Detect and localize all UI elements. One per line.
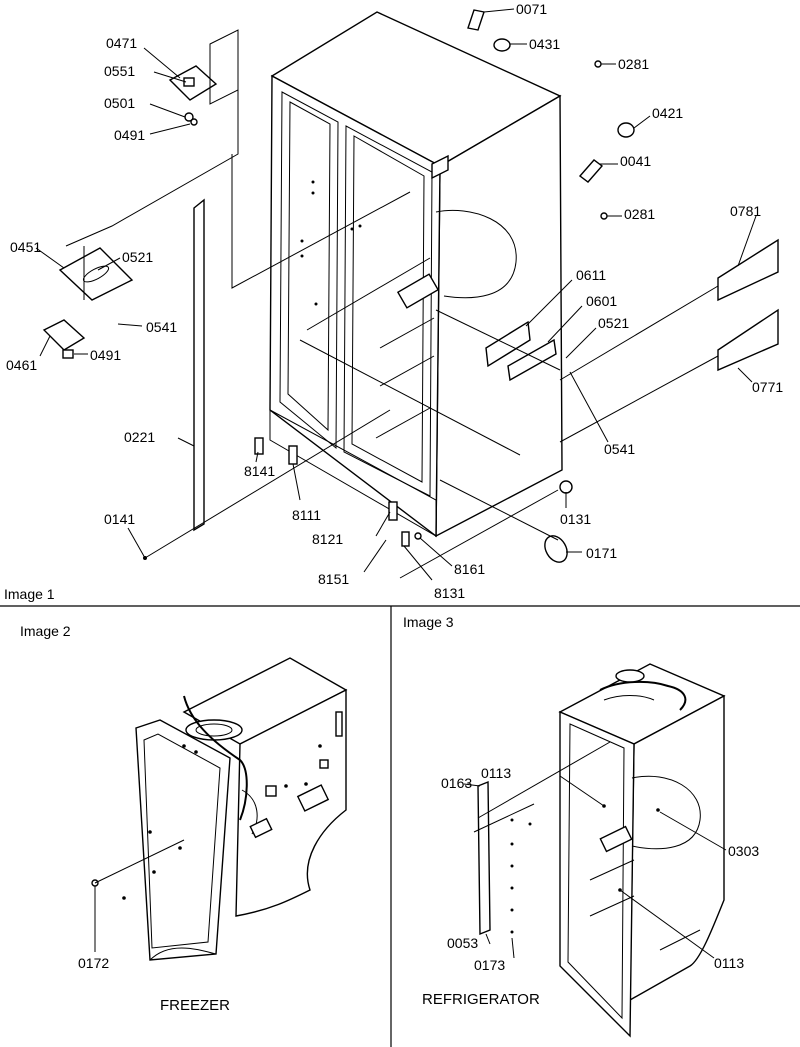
callout-0601: 0601 (586, 293, 617, 309)
part-0131-icon (559, 480, 573, 494)
callout-0471: 0471 (106, 35, 137, 51)
callout-0541-right: 0541 (604, 441, 635, 457)
callout-0281-mid: 0281 (624, 206, 655, 222)
callout-0551: 0551 (104, 63, 135, 79)
callout-8141: 8141 (244, 463, 275, 479)
part-0281-icon (594, 60, 602, 68)
image1-parts (42, 9, 779, 579)
part-0431-icon (493, 38, 511, 52)
callout-0141: 0141 (104, 511, 135, 527)
callout-0173: 0173 (474, 957, 505, 973)
part-8161-icon (414, 532, 422, 540)
callout-0611: 0611 (576, 267, 606, 283)
callout-8131: 8131 (434, 585, 465, 601)
callout-0461: 0461 (6, 357, 37, 373)
part-8141-icon (254, 437, 264, 455)
callout-0303: 0303 (728, 843, 759, 859)
callout-0113-top: 0113 (481, 765, 511, 781)
callout-0131: 0131 (560, 511, 591, 527)
image3-label: Image 3 (403, 614, 454, 630)
callout-8161: 8161 (454, 561, 485, 577)
part-0281b-icon (600, 212, 608, 220)
callout-0541-left: 0541 (146, 319, 177, 335)
image1-callouts: 0071 0431 0281 0421 0041 0281 0781 0771 … (6, 1, 783, 601)
callout-0491-bottom: 0491 (90, 347, 121, 363)
part-0171-icon (544, 535, 568, 563)
callout-8151: 8151 (318, 571, 349, 587)
part-0771-icon (717, 308, 779, 372)
callout-0071: 0071 (516, 1, 547, 17)
part-0551-icon (183, 77, 195, 87)
callout-0281-top: 0281 (618, 56, 649, 72)
callout-0041: 0041 (620, 153, 651, 169)
image2-label: Image 2 (20, 623, 71, 639)
image1-leaders (35, 8, 757, 581)
callout-0521-right: 0521 (598, 315, 629, 331)
callout-0172: 0172 (78, 955, 109, 971)
callout-0491-top: 0491 (114, 127, 145, 143)
callout-0163: 0163 (441, 775, 472, 791)
part-0421-icon (617, 122, 635, 138)
callout-0451: 0451 (10, 239, 41, 255)
part-0491-icon (190, 118, 198, 126)
part-0071-icon (467, 9, 485, 31)
callout-0521-left: 0521 (122, 249, 153, 265)
image1-label: Image 1 (4, 586, 55, 602)
image2-freezer: 0172 FREEZER (78, 657, 348, 1014)
callout-0781: 0781 (730, 203, 761, 219)
callout-0501: 0501 (104, 95, 135, 111)
image3-refrigerator: 0163 0113 0303 0053 0173 0113 REFRIGERAT… (422, 663, 759, 1038)
part-0601-icon (507, 338, 557, 382)
callout-0221: 0221 (124, 429, 155, 445)
callout-8111: 8111 (292, 507, 321, 523)
part-0611-icon (485, 320, 531, 368)
callout-8121: 8121 (312, 531, 343, 547)
part-0491b-icon (62, 349, 74, 359)
callout-0053: 0053 (447, 935, 478, 951)
freezer-caption: FREEZER (160, 997, 230, 1014)
part-8121-icon (388, 501, 398, 521)
callout-0421: 0421 (652, 105, 683, 121)
refrigerator-caption: REFRIGERATOR (422, 991, 540, 1008)
part-0781-icon (717, 238, 779, 302)
part-0163-icon (477, 780, 491, 936)
part-8111-icon (288, 445, 298, 465)
callout-0771: 0771 (752, 379, 783, 395)
image1-cabinet (269, 11, 563, 538)
part-0041-icon (578, 159, 604, 183)
part-0221-icon (193, 198, 205, 532)
callout-0431: 0431 (529, 36, 560, 52)
callout-0113-bottom: 0113 (714, 955, 744, 971)
part-0451-icon (58, 247, 134, 301)
part-0461-icon (42, 319, 86, 351)
part-8131-icon (401, 531, 410, 547)
callout-0171: 0171 (586, 545, 617, 561)
